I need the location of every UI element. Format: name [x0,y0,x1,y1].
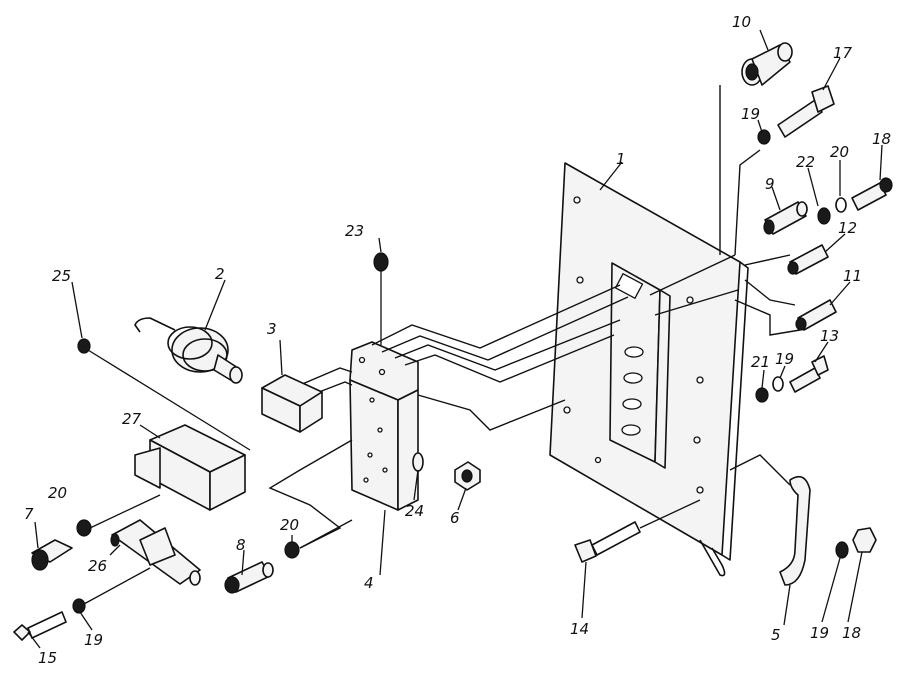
part-10-fitting [741,42,793,86]
callout-18-bottom: 18 [842,624,861,642]
callout-18-top: 18 [872,130,891,148]
callout-8: 8 [236,536,246,554]
part-23-plug [373,252,389,345]
callout-4: 4 [364,574,374,592]
callout-20-left: 20 [48,484,67,502]
part-13-screw [789,355,829,393]
part-6-nut [454,461,481,491]
part-9-fitting [763,201,808,235]
callout-22: 22 [796,153,815,171]
callout-26: 26 [88,557,107,575]
part-26-tee [110,519,201,586]
callout-25: 25 [52,267,71,285]
callout-19-left: 19 [84,631,103,649]
callout-labels: 1 2 3 4 5 6 7 8 9 10 11 12 13 14 15 17 1… [24,13,891,667]
part-1-mounting-plate [549,162,749,577]
part-4-valve-block [349,341,419,511]
callout-20-mid: 20 [280,516,299,534]
part-2-solenoid [134,279,243,384]
part-11-fitting [795,299,837,331]
callout-24: 24 [405,502,424,520]
leader-19-left [83,567,151,605]
part-19-washer-top [757,129,771,145]
callout-19-bottom: 19 [810,624,829,642]
callout-15: 15 [38,649,57,667]
callout-23: 23 [345,222,364,240]
part-14-bolt [574,499,701,563]
part-18-bolt-top [851,177,893,211]
callout-17: 17 [833,44,853,62]
callout-2: 2 [215,265,225,283]
callout-3: 3 [267,320,277,338]
callout-19-top: 19 [741,105,760,123]
part-27-switch [134,424,246,511]
callout-19-mid: 19 [775,350,794,368]
part-19-washer-bottom [835,541,849,559]
callout-1: 1 [616,150,626,168]
part-12-fitting [787,244,829,275]
part-8-fitting [224,561,274,594]
part-24-washer [412,452,424,472]
callout-14: 14 [570,620,589,638]
callout-5: 5 [771,626,781,644]
callout-20-right: 20 [830,143,849,161]
callout-27: 27 [122,410,142,428]
part-3-block [261,374,323,433]
callout-leaders [27,29,883,649]
part-21-seal [755,387,769,403]
callout-12: 12 [838,219,857,237]
callout-11: 11 [843,267,862,285]
leader-20-mid [299,519,353,549]
part-7-fitting [31,539,73,571]
part-17-bolt [777,85,835,138]
part-20-washer-right [835,197,847,213]
part-5-bracket [779,475,811,586]
callout-10: 10 [732,13,751,31]
leader-20-left [89,494,161,529]
part-18-nut [852,527,877,553]
callout-6: 6 [450,509,460,527]
part-19-washer-left [72,598,86,614]
part-25-seal [77,338,251,451]
part-20-washer-mid [284,541,300,559]
part-20-washer-left [76,519,92,537]
callout-9: 9 [765,175,775,193]
callout-7: 7 [24,505,34,523]
part-22-seal [817,207,831,225]
part-15-bolt [13,611,67,641]
part-19-washer-mid [772,376,784,392]
callout-13: 13 [820,327,839,345]
callout-21: 21 [751,353,770,371]
